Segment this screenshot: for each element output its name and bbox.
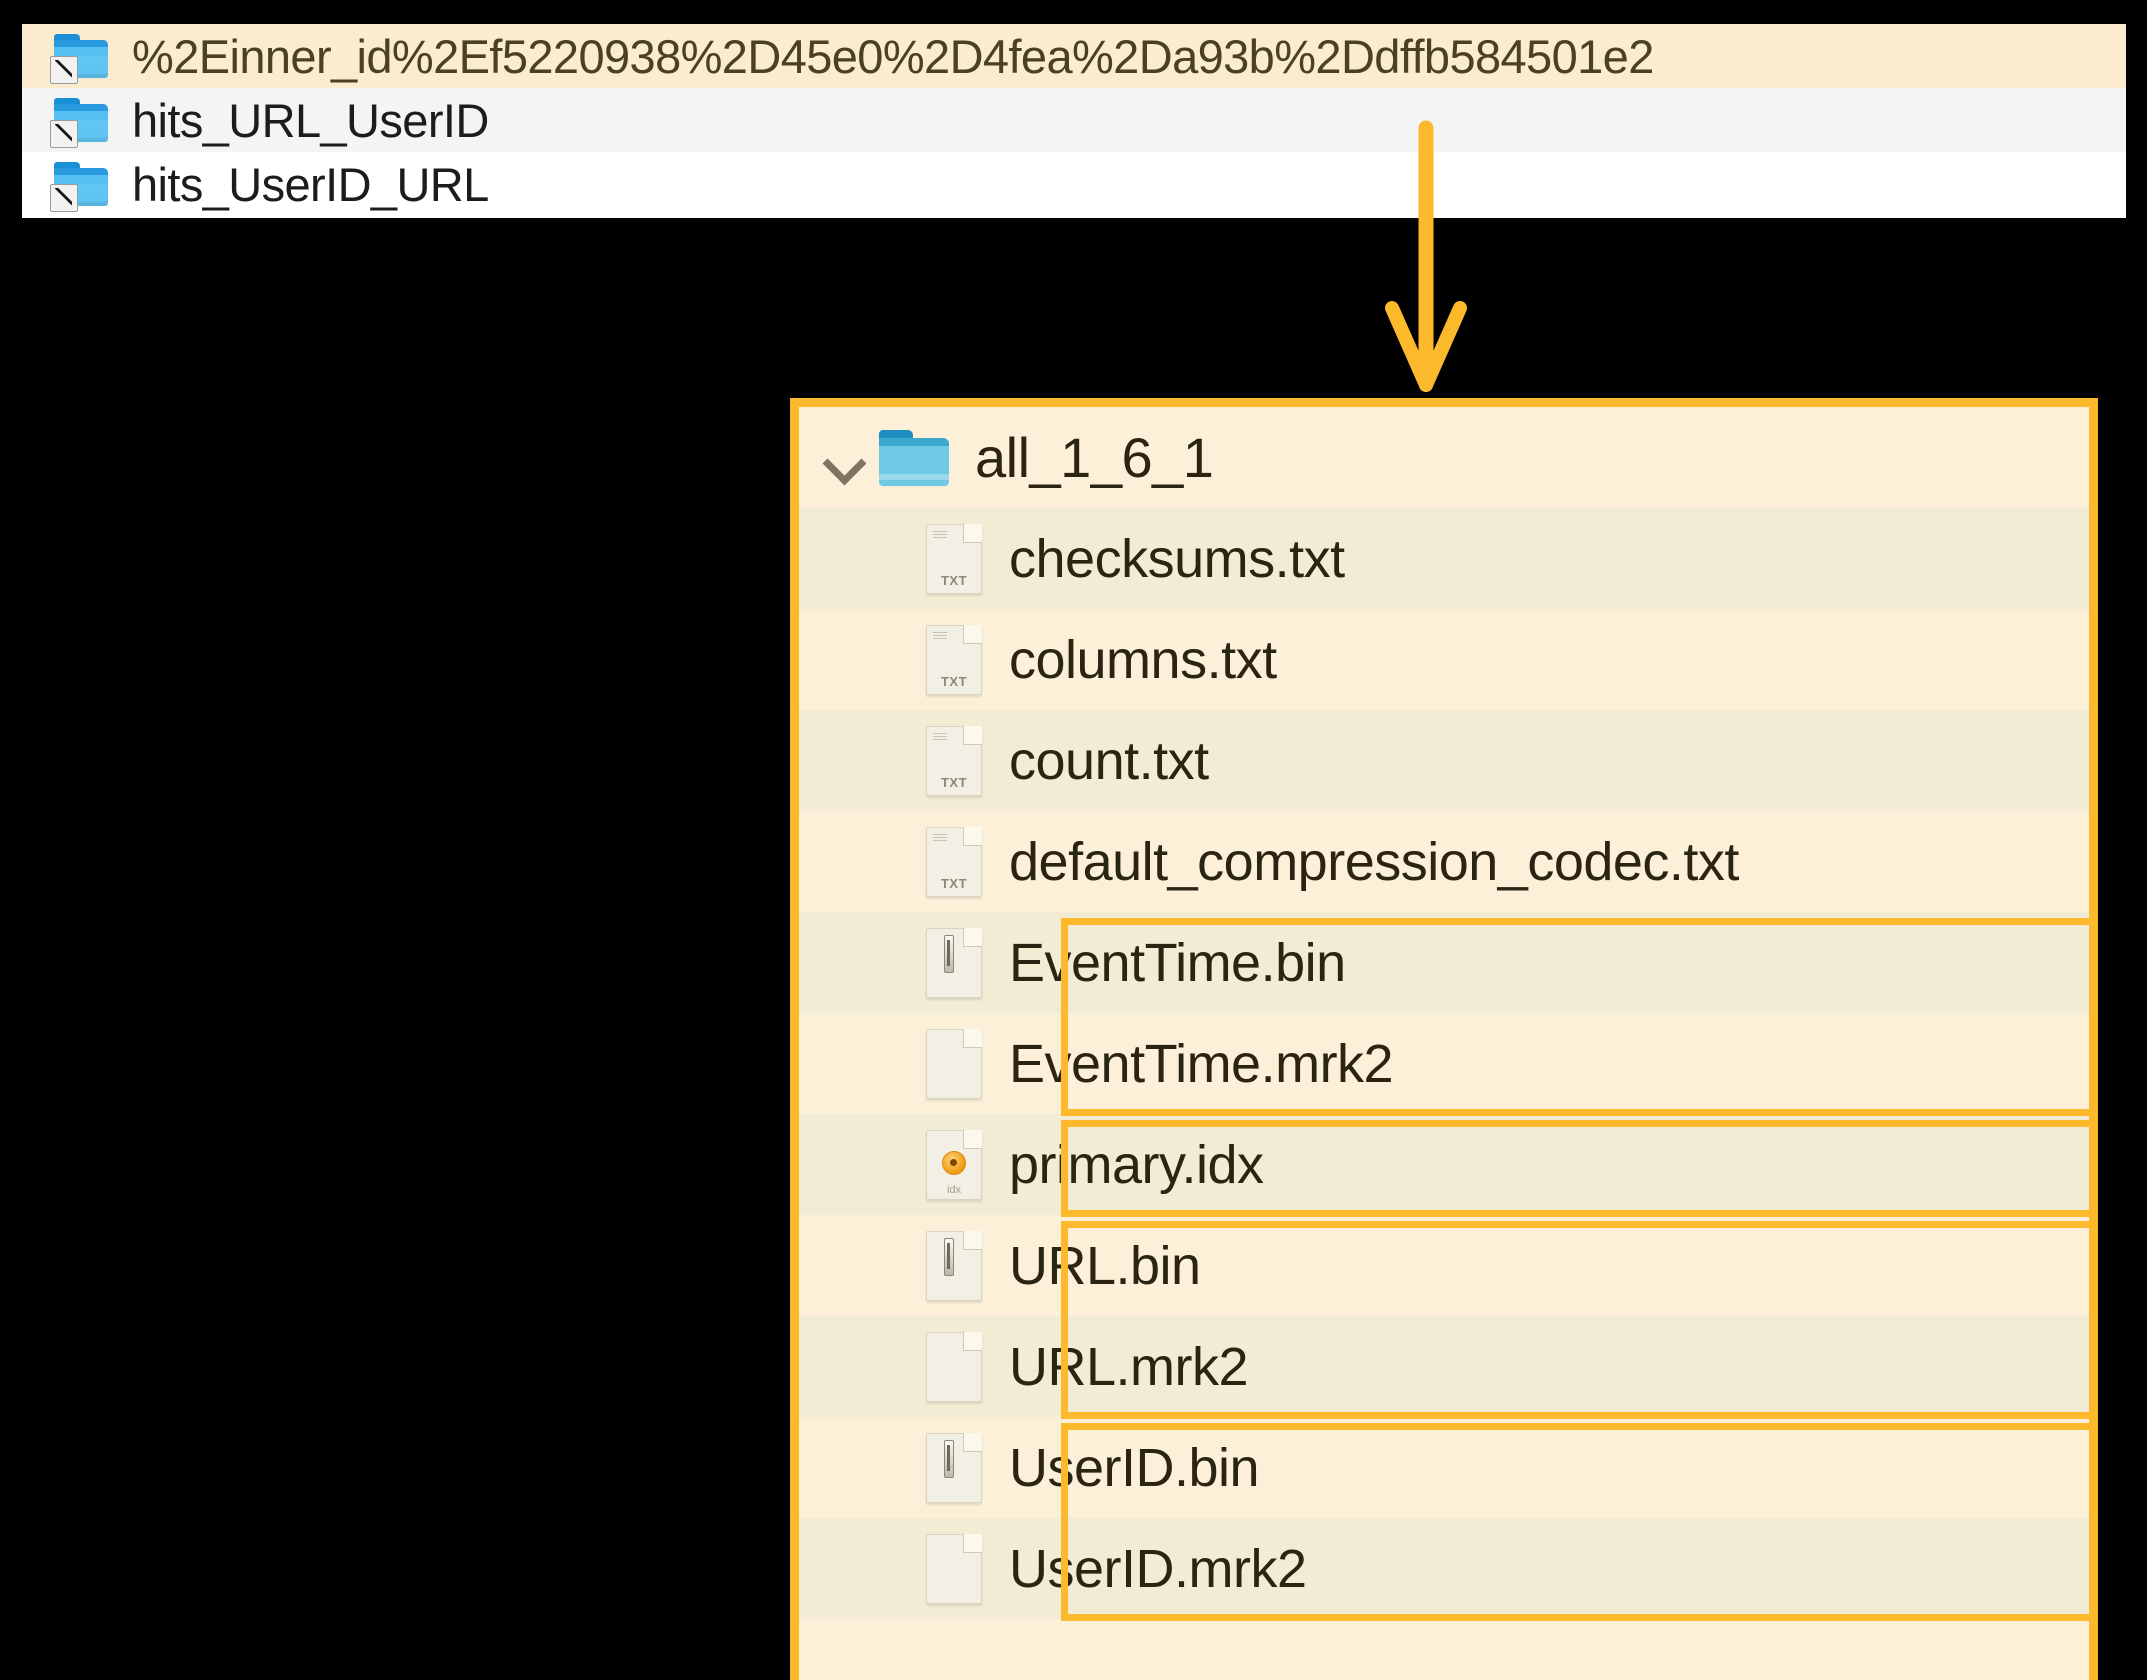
panel-file-row[interactable]: TXT columns.txt xyxy=(799,609,2089,710)
folder-icon xyxy=(879,429,949,486)
folder-shortcut-icon xyxy=(50,98,108,148)
panel-file-row[interactable]: UserID.mrk2 xyxy=(799,1518,2089,1619)
panel-folder-name: all_1_6_1 xyxy=(975,425,1214,489)
panel-file-name: columns.txt xyxy=(1009,629,1277,690)
panel-file-name: EventTime.mrk2 xyxy=(1009,1033,1394,1094)
bin-file-icon xyxy=(926,927,982,998)
file-icon-slot xyxy=(917,1533,991,1604)
folder-shortcut-icon xyxy=(50,162,108,212)
idx-icon-label: idx xyxy=(946,1183,962,1196)
top-file-list[interactable]: %2Einner_id%2Ef5220938%2D45e0%2D4fea%2Da… xyxy=(22,24,2126,218)
top-list-row-label: hits_UserID_URL xyxy=(132,157,489,211)
txt-file-icon: TXT xyxy=(926,523,982,594)
panel-file-name: EventTime.bin xyxy=(1009,932,1346,993)
panel-file-row[interactable]: idx primary.idx xyxy=(799,1114,2089,1215)
chevron-down-icon[interactable] xyxy=(821,434,869,482)
panel-file-row[interactable]: EventTime.bin xyxy=(799,912,2089,1013)
top-list-row[interactable]: hits_UserID_URL xyxy=(22,152,2126,216)
panel-file-name: UserID.bin xyxy=(1009,1437,1260,1498)
txt-file-icon: TXT xyxy=(926,624,982,695)
panel-file-row[interactable]: TXT checksums.txt xyxy=(799,508,2089,609)
bin-file-icon xyxy=(926,1230,982,1301)
panel-file-name: URL.mrk2 xyxy=(1009,1336,1249,1397)
panel-file-name: primary.idx xyxy=(1009,1134,1264,1195)
panel-file-name: UserID.mrk2 xyxy=(1009,1538,1307,1599)
top-list-row-label: hits_URL_UserID xyxy=(132,93,489,147)
panel-file-name: default_compression_codec.txt xyxy=(1009,831,1739,892)
file-icon-slot xyxy=(917,1028,991,1099)
panel-file-name: checksums.txt xyxy=(1009,528,1345,589)
mrk2-file-icon xyxy=(926,1028,982,1099)
panel-folder-row[interactable]: all_1_6_1 xyxy=(799,407,2089,508)
panel-file-row[interactable]: URL.mrk2 xyxy=(799,1316,2089,1417)
top-list-row[interactable]: %2Einner_id%2Ef5220938%2D45e0%2D4fea%2Da… xyxy=(22,24,2126,88)
panel-file-row[interactable]: URL.bin xyxy=(799,1215,2089,1316)
txt-icon-label: TXT xyxy=(940,673,968,689)
txt-file-icon: TXT xyxy=(926,725,982,796)
panel-file-row[interactable]: TXT default_compression_codec.txt xyxy=(799,811,2089,912)
file-icon-slot xyxy=(917,1331,991,1402)
txt-icon-label: TXT xyxy=(940,774,968,790)
file-icon-slot: TXT xyxy=(917,826,991,897)
file-icon-slot xyxy=(917,927,991,998)
panel-file-row[interactable]: TXT count.txt xyxy=(799,710,2089,811)
mrk2-file-icon xyxy=(926,1533,982,1604)
file-icon-slot: TXT xyxy=(917,725,991,796)
bin-file-icon xyxy=(926,1432,982,1503)
panel-file-name: count.txt xyxy=(1009,730,1209,791)
txt-icon-label: TXT xyxy=(940,875,968,891)
panel-file-row[interactable]: EventTime.mrk2 xyxy=(799,1013,2089,1114)
file-icon-slot xyxy=(917,1230,991,1301)
idx-file-icon: idx xyxy=(926,1129,982,1200)
txt-file-icon: TXT xyxy=(926,826,982,897)
file-icon-slot: TXT xyxy=(917,624,991,695)
file-icon-slot xyxy=(917,1432,991,1503)
file-icon-slot: idx xyxy=(917,1129,991,1200)
down-arrow-annotation xyxy=(1385,120,1467,392)
panel-file-row[interactable]: UserID.bin xyxy=(799,1417,2089,1518)
mrk2-file-icon xyxy=(926,1331,982,1402)
txt-icon-label: TXT xyxy=(940,572,968,588)
folder-shortcut-icon xyxy=(50,34,108,84)
panel-file-name: URL.bin xyxy=(1009,1235,1201,1296)
top-list-row[interactable]: hits_URL_UserID xyxy=(22,88,2126,152)
top-list-row-label: %2Einner_id%2Ef5220938%2D45e0%2D4fea%2Da… xyxy=(132,29,1654,83)
file-icon-slot: TXT xyxy=(917,523,991,594)
